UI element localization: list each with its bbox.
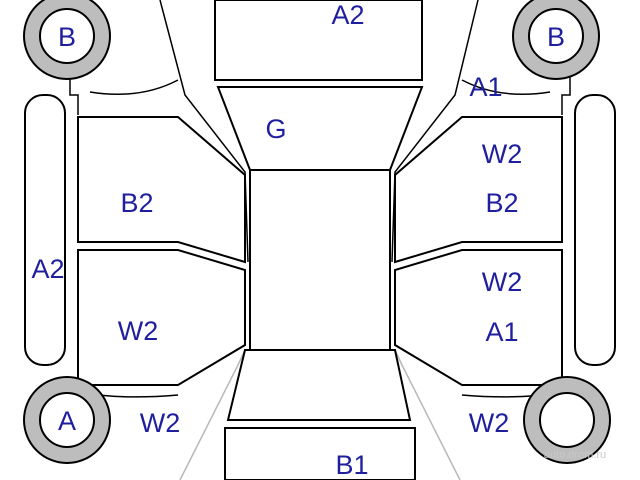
wheel-rear-left[interactable] bbox=[23, 376, 111, 464]
panel-left-front-door[interactable] bbox=[77, 116, 246, 264]
watermark: auto.drom.ru bbox=[544, 449, 606, 461]
label-trunk: B1 bbox=[335, 450, 368, 480]
label-right-front-door-2: B2 bbox=[485, 188, 518, 218]
label-windshield: G bbox=[265, 114, 286, 144]
wheel-rear-right[interactable] bbox=[523, 376, 611, 464]
label-right-rear-door-2: A1 bbox=[485, 317, 518, 347]
panel-hood[interactable] bbox=[214, 0, 423, 81]
panel-rear-window[interactable] bbox=[226, 349, 412, 421]
label-left-sill: A2 bbox=[31, 254, 64, 284]
panel-right-rear-door[interactable] bbox=[394, 249, 563, 386]
label-right-fender: A1 bbox=[469, 72, 502, 102]
label-left-rear-quarter: W2 bbox=[140, 408, 181, 438]
label-left-rear-door: W2 bbox=[118, 316, 159, 346]
panel-roof[interactable] bbox=[249, 169, 391, 351]
label-right-rear-door-1: W2 bbox=[482, 267, 523, 297]
label-wheel-rear-left: A bbox=[58, 406, 76, 436]
label-right-rear-quarter: W2 bbox=[469, 408, 510, 438]
label-right-front-door-1: W2 bbox=[482, 139, 523, 169]
panel-trunk[interactable] bbox=[224, 427, 416, 480]
label-hood: A2 bbox=[331, 0, 364, 30]
panel-left-sill[interactable] bbox=[24, 94, 66, 366]
label-wheel-front-left: B bbox=[58, 22, 76, 52]
panel-right-front-door[interactable] bbox=[394, 116, 563, 264]
wheel-front-left[interactable] bbox=[23, 0, 111, 80]
panel-right-sill[interactable] bbox=[574, 94, 616, 366]
label-left-front-door: B2 bbox=[120, 188, 153, 218]
label-wheel-front-right: B bbox=[547, 22, 565, 52]
panel-windshield[interactable] bbox=[216, 86, 424, 171]
panel-left-rear-door[interactable] bbox=[77, 249, 246, 386]
wheel-front-right[interactable] bbox=[512, 0, 600, 80]
